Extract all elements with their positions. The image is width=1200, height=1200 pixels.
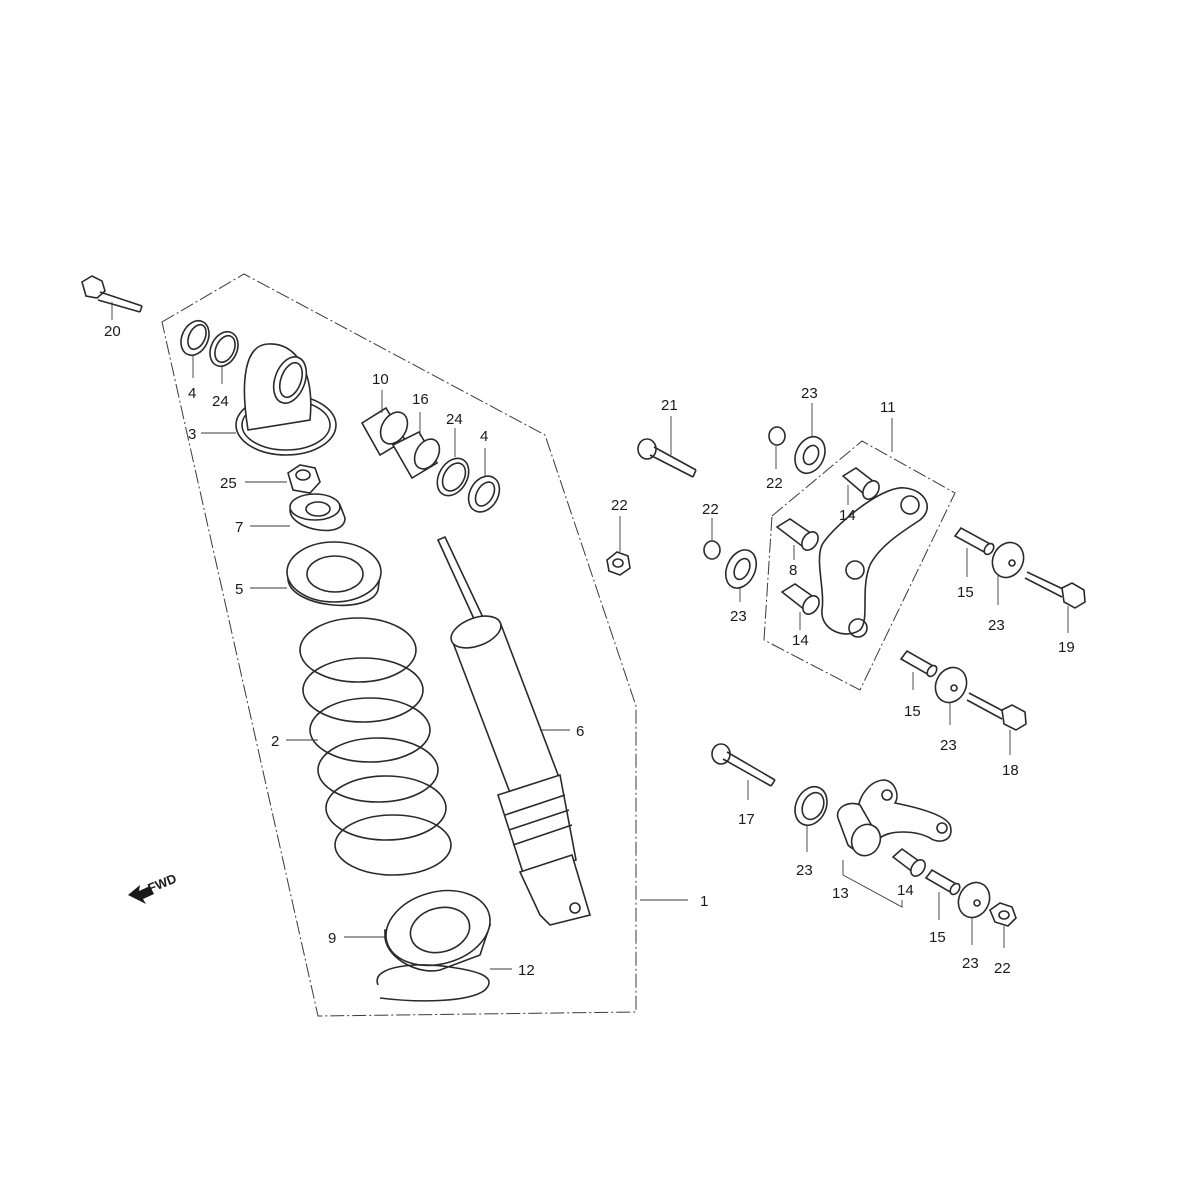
part-15-collar-lower[interactable] (899, 649, 939, 690)
part-13-shock-arm[interactable] (836, 779, 952, 908)
part-10-bushing[interactable] (360, 390, 413, 457)
part-21-bolt[interactable] (637, 416, 697, 478)
callout-4-upper-right: 4 (480, 428, 488, 445)
part-16-collar[interactable] (391, 412, 445, 480)
callout-4-upper-left: 4 (188, 385, 196, 402)
callout-2: 2 (271, 733, 279, 750)
part-22-nut-top[interactable] (768, 426, 786, 469)
part-6-damper-unit[interactable] (436, 535, 592, 926)
part-14-needle-bearing-lower[interactable] (780, 583, 822, 630)
callout-23-top: 23 (801, 385, 818, 402)
part-4-dust-seal[interactable] (176, 316, 215, 378)
part-18-bolt[interactable] (966, 692, 1027, 755)
callout-23-left: 23 (730, 608, 747, 625)
callout-23-lower-right: 23 (940, 737, 957, 754)
part-15-collar-upper[interactable] (953, 526, 996, 577)
callout-14-upper: 14 (839, 507, 856, 524)
part-23-dust-seal-arm[interactable] (789, 782, 833, 852)
callout-24-upper-left: 24 (212, 393, 229, 410)
part-12-stopper-ring[interactable] (376, 964, 512, 1002)
part-23-dust-seal-left[interactable] (720, 545, 762, 602)
callout-11: 11 (880, 399, 896, 416)
callout-22-left: 22 (702, 501, 719, 518)
callout-17: 17 (738, 811, 755, 828)
arrow-left-icon (128, 885, 154, 904)
callout-23-upper-right: 23 (988, 617, 1005, 634)
callout-5: 5 (235, 581, 243, 598)
callout-22-arm: 22 (994, 960, 1011, 977)
part-5-upper-spring-seat[interactable] (250, 541, 382, 607)
part-17-bolt[interactable] (711, 743, 776, 800)
part-25-lock-nut[interactable] (245, 464, 321, 494)
part-11-shock-link[interactable] (818, 418, 928, 638)
callout-22-top: 22 (766, 475, 783, 492)
part-3-upper-joint[interactable] (201, 343, 337, 456)
part-23-washer-arm[interactable] (953, 877, 995, 945)
callout-6: 6 (576, 723, 584, 740)
part-14-needle-bearing-arm[interactable] (891, 847, 928, 879)
assembly-boundary-link (763, 440, 956, 691)
callout-25: 25 (220, 475, 237, 492)
part-19-bolt[interactable] (1024, 571, 1086, 633)
callout-13: 13 (832, 885, 849, 902)
callout-3: 3 (188, 426, 196, 443)
callout-24-upper-right: 24 (446, 411, 463, 428)
part-4-dust-seal-right[interactable] (462, 448, 505, 517)
part-14-needle-bearing-upper[interactable] (841, 467, 882, 505)
callout-8: 8 (789, 562, 797, 579)
fwd-direction-marker: FWD (128, 871, 179, 904)
callout-22-center: 22 (611, 497, 628, 514)
part-20-bolt[interactable] (81, 275, 143, 320)
callout-10: 10 (372, 371, 389, 388)
part-23-washer-upper[interactable] (987, 537, 1029, 605)
part-22-nut-left[interactable] (703, 518, 721, 560)
callout-15-lower: 15 (904, 703, 921, 720)
callout-21: 21 (661, 397, 678, 414)
part-2-spring[interactable] (286, 617, 452, 876)
callout-7: 7 (235, 519, 243, 536)
callout-1: 1 (700, 893, 708, 910)
callout-9: 9 (328, 930, 336, 947)
callout-23-arm: 23 (796, 862, 813, 879)
fwd-label: FWD (146, 871, 179, 896)
callout-16: 16 (412, 391, 429, 408)
callout-15-arm: 15 (929, 929, 946, 946)
part-15-collar-arm[interactable] (924, 868, 962, 920)
part-24-seal-ring[interactable] (205, 327, 244, 384)
part-23-dust-seal-top[interactable] (789, 403, 830, 478)
callout-18: 18 (1002, 762, 1019, 779)
part-9-lower-spring-seat[interactable] (344, 880, 499, 977)
part-7-stopper-rubber[interactable] (250, 493, 346, 532)
part-24-seal-ring-right[interactable] (431, 428, 475, 501)
part-23-washer-lower[interactable] (930, 662, 972, 725)
callout-15-upper: 15 (957, 584, 974, 601)
callout-12: 12 (518, 962, 535, 979)
part-22-nut-center[interactable] (606, 516, 631, 576)
callout-23-arm-washer: 23 (962, 955, 979, 972)
callout-14-arm: 14 (897, 882, 914, 899)
assembly-boundary-shock (161, 273, 637, 1017)
callout-19: 19 (1058, 639, 1075, 656)
part-22-nut-arm[interactable] (989, 902, 1017, 948)
callout-20: 20 (104, 323, 121, 340)
callout-14-lower: 14 (792, 632, 809, 649)
part-8-bushing[interactable] (775, 518, 821, 560)
